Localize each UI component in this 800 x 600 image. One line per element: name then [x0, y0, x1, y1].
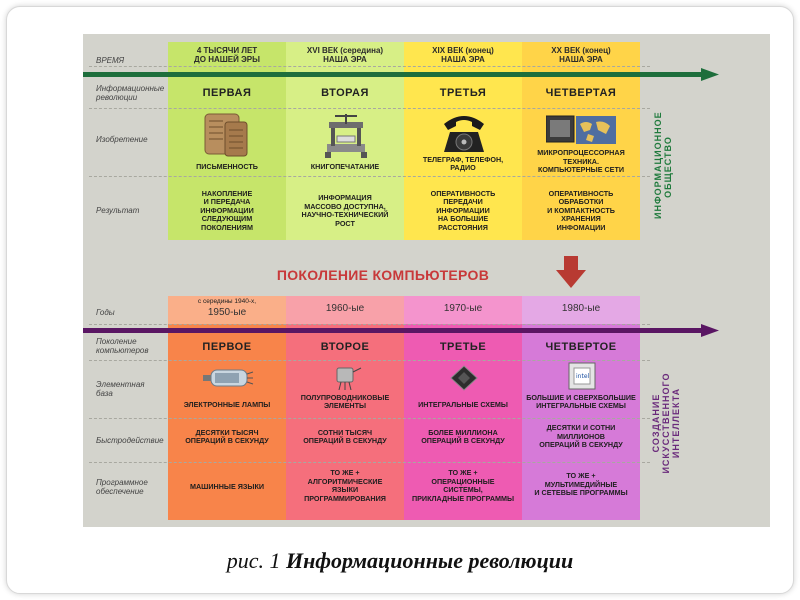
- side-label-information-society: ИНФОРМАЦИОННОЕ ОБЩЕСТВО: [653, 111, 673, 219]
- caption-prefix: рис. 1: [226, 548, 286, 573]
- time-4: XX ВЕК (конец) НАША ЭРА: [551, 46, 611, 64]
- years-note: с середины 1940-х,: [197, 298, 257, 305]
- base-1: ЭЛЕКТРОННЫЕ ЛАМПЫ: [183, 399, 271, 409]
- clay-tablet-icon: [201, 112, 251, 165]
- row-divider: [89, 66, 650, 67]
- vacuum-tube-icon: [201, 364, 255, 397]
- side-label-artificial-intelligence: СОЗДАНИЕ ИСКУССТВЕННОГО ИНТЕЛЛЕКТА: [651, 372, 681, 474]
- result-1: НАКОПЛЕНИЕ И ПЕРЕДАЧА ИНФОРМАЦИИ СЛЕДУЮЩ…: [200, 188, 254, 232]
- row-label-time: ВРЕМЯ: [96, 56, 125, 65]
- transistor-icon: [331, 364, 363, 395]
- infographic: ВРЕМЯ Информационные революции Изобретен…: [83, 34, 770, 527]
- time-3: XIX ВЕК (конец) НАША ЭРА: [432, 46, 494, 64]
- down-arrow-icon: [556, 256, 590, 297]
- years-3: 1970-ые: [443, 302, 483, 314]
- result-2: ИНФОРМАЦИЯ МАССОВО ДОСТУПНА, НАУЧНО-ТЕХН…: [301, 193, 389, 228]
- generation-1: ПЕРВОЕ: [202, 340, 252, 353]
- generation-2: ВТОРОЕ: [320, 340, 370, 353]
- revolution-3: ТРЕТЬЯ: [439, 86, 487, 99]
- row-label-revolutions: Информационные революции: [96, 84, 165, 102]
- revolution-1: ПЕРВАЯ: [202, 86, 252, 99]
- time-2: XVI ВЕК (середина) НАША ЭРА: [306, 46, 384, 64]
- time-1: 4 ТЫСЯЧИ ЛЕТ ДО НАШЕЙ ЭРЫ: [194, 46, 260, 64]
- generation-3: ТРЕТЬЕ: [439, 340, 487, 353]
- years-band: [168, 296, 640, 324]
- years-1: 1950-ые: [207, 306, 247, 318]
- bottom-col-3: [404, 296, 522, 520]
- speed-3: БОЛЕЕ МИЛЛИОНА ОПЕРАЦИЙ В СЕКУНДУ: [421, 427, 505, 445]
- invention-1: ПИСЬМЕННОСТЬ: [196, 161, 258, 171]
- row-divider: [89, 108, 650, 109]
- row-divider: [89, 176, 650, 177]
- years-2: 1960-ые: [325, 302, 365, 314]
- bottom-col-4: [522, 296, 640, 520]
- speed-1: ДЕСЯТКИ ТЫСЯЧ ОПЕРАЦИЙ В СЕКУНДУ: [185, 427, 269, 445]
- result-3: ОПЕРАТИВНОСТЬ ПЕРЕДАЧИ ИНФОРМАЦИИ НА БОЛ…: [430, 188, 496, 232]
- row-label-software: Программное обеспечение: [96, 478, 148, 496]
- row-label-speed: Быстродействие: [96, 436, 164, 445]
- revolution-2: ВТОРАЯ: [321, 86, 369, 99]
- row-divider: [89, 360, 650, 361]
- computer-map-icon: [545, 114, 620, 153]
- base-2: ПОЛУПРОВОДНИКОВЫЕ ЭЛЕМЕНТЫ: [300, 392, 390, 410]
- generation-4: ЧЕТВЕРТОЕ: [545, 340, 617, 353]
- caption-title: Информационные революции: [285, 548, 574, 573]
- integrated-circuit-icon: [449, 364, 479, 397]
- invention-3: ТЕЛЕГРАФ, ТЕЛЕФОН, РАДИО: [422, 154, 504, 172]
- years-4: 1980-ые: [561, 302, 601, 314]
- software-1: МАШИННЫЕ ЯЗЫКИ: [189, 481, 265, 491]
- printing-press-icon: [321, 112, 371, 165]
- base-3: ИНТЕГРАЛЬНЫЕ СХЕМЫ: [418, 399, 508, 409]
- timeline-arrow-top: [83, 68, 723, 82]
- figure-caption: рис. 1 Информационные революции: [0, 548, 800, 574]
- row-label-generation: Поколение компьютеров: [96, 337, 149, 355]
- row-label-years: Годы: [96, 308, 115, 317]
- row-label-result: Результат: [96, 206, 140, 215]
- revolution-4: ЧЕТВЕРТАЯ: [545, 86, 617, 99]
- section-title-computer-generations: ПОКОЛЕНИЕ КОМПЬЮТЕРОВ: [276, 267, 490, 283]
- timeline-arrow-bottom: [83, 324, 723, 338]
- invention-4: МИКРОПРОЦЕССОРНАЯ ТЕХНИКА. КОМПЬЮТЕРНЫЕ …: [537, 148, 625, 175]
- telephone-icon: [438, 110, 490, 163]
- row-divider: [89, 418, 650, 419]
- speed-4: ДЕСЯТКИ И СОТНИ МИЛЛИОНОВ ОПЕРАЦИЙ В СЕК…: [539, 423, 623, 450]
- software-3: ТО ЖЕ + ОПЕРАЦИОННЫЕ СИСТЕМЫ, ПРИКЛАДНЫЕ…: [411, 468, 515, 503]
- base-4: БОЛЬШИЕ И СВЕРХБОЛЬШИЕ ИНТЕГРАЛЬНЫЕ СХЕМ…: [526, 392, 636, 410]
- result-4: ОПЕРАТИВНОСТЬ ОБРАБОТКИ И КОМПАКТНОСТЬ Х…: [547, 188, 615, 232]
- row-label-element-base: Элементная база: [96, 380, 145, 398]
- row-divider: [89, 324, 650, 325]
- speed-2: СОТНИ ТЫСЯЧ ОПЕРАЦИЙ В СЕКУНДУ: [303, 427, 387, 445]
- software-4: ТО ЖЕ + МУЛЬТИМЕДИЙНЫЕ И СЕТЕВЫЕ ПРОГРАМ…: [534, 471, 628, 498]
- bottom-col-2: [286, 296, 404, 520]
- svg-text:intel: intel: [576, 373, 590, 380]
- microprocessor-icon: intel: [567, 361, 597, 396]
- row-label-invention: Изобретение: [96, 135, 148, 144]
- row-divider: [89, 462, 650, 463]
- bottom-col-1: [168, 296, 286, 520]
- invention-2: КНИГОПЕЧАТАНИЕ: [310, 161, 380, 171]
- software-2: ТО ЖЕ + АЛГОРИТМИЧЕСКИЕ ЯЗЫКИ ПРОГРАММИР…: [304, 468, 386, 503]
